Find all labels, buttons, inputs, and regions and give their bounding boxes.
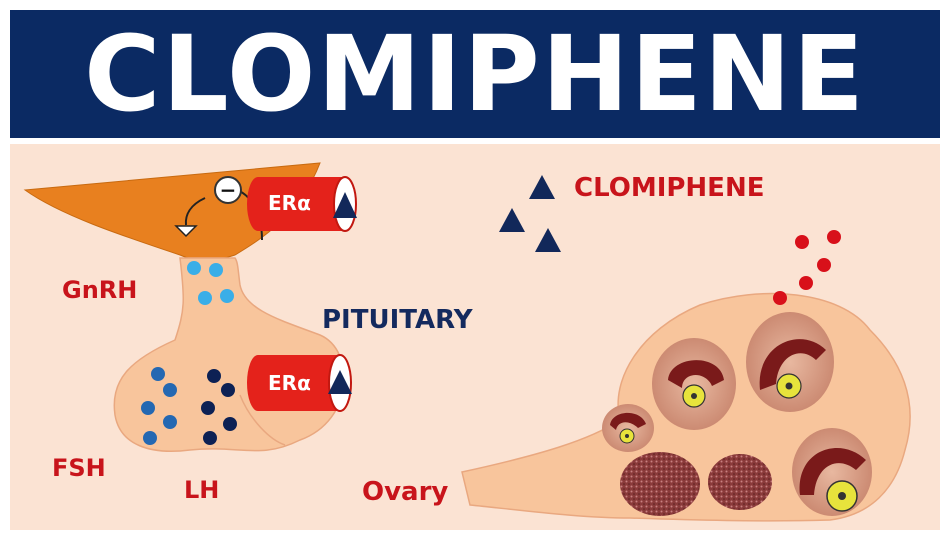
fsh-label: FSH bbox=[52, 454, 106, 482]
corpus-body-right bbox=[708, 454, 772, 510]
inhibition-circle-icon: − bbox=[215, 177, 241, 203]
gnrh-label: GnRH bbox=[62, 276, 137, 304]
follicle-left-small bbox=[602, 404, 654, 452]
corpus-body-left bbox=[620, 452, 700, 516]
receptor-label-pituitary: ERα bbox=[268, 371, 311, 395]
egg-released bbox=[827, 481, 857, 511]
lh-label: LH bbox=[184, 476, 219, 504]
follicle-mid bbox=[652, 338, 736, 430]
pituitary-label: PITUITARY bbox=[322, 305, 474, 335]
follicle-large bbox=[746, 312, 834, 412]
receptor-label-hypothalamus: ERα bbox=[268, 191, 311, 215]
ovary-label: Ovary bbox=[362, 477, 448, 507]
inhibition-symbol: − bbox=[220, 178, 237, 202]
clomiphene-label: CLOMIPHENE bbox=[574, 173, 764, 203]
